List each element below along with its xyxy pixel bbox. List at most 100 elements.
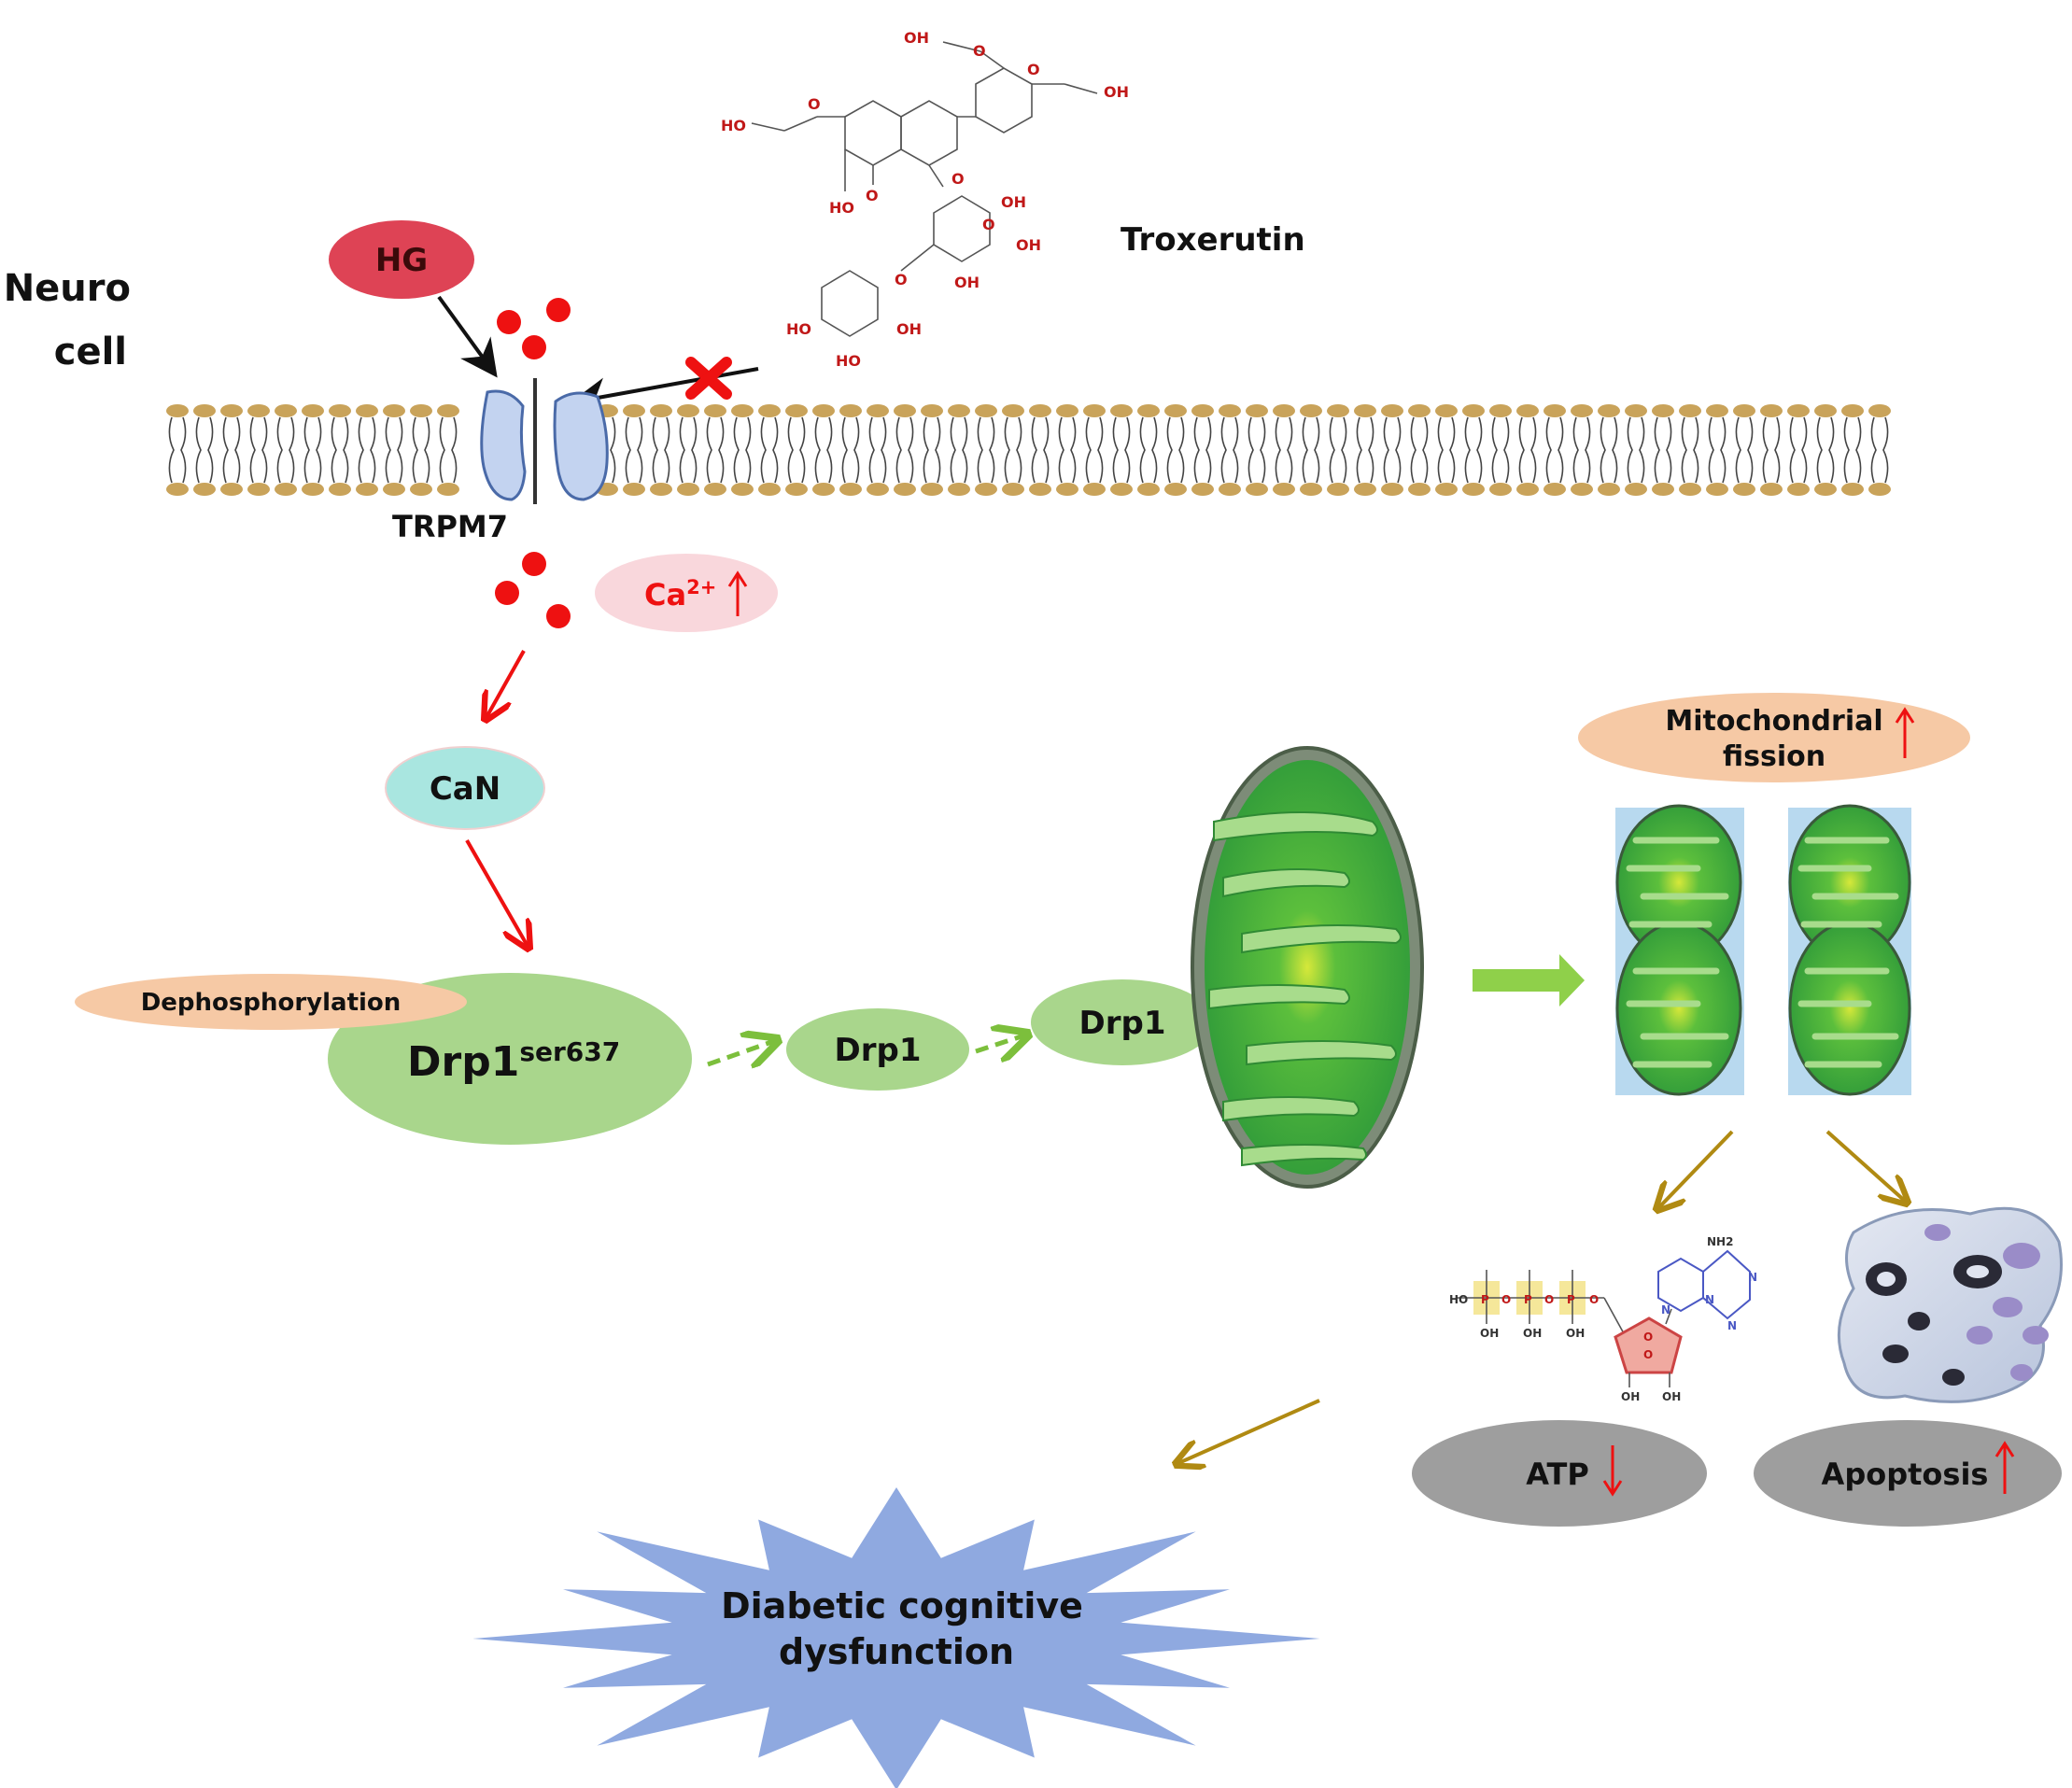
lipid-head <box>1571 483 1593 496</box>
red-up-arrow-icon <box>1895 707 1915 758</box>
lipid-head <box>704 404 726 417</box>
lipid-tail <box>195 416 214 484</box>
lipid-tail <box>950 416 968 484</box>
fission-to-atp-arrow <box>1657 1130 1734 1209</box>
lipid-tail <box>706 416 725 484</box>
lipid-tail <box>868 416 887 484</box>
lipid-head <box>1300 404 1322 417</box>
lipid-head <box>731 404 754 417</box>
lipid-head <box>1489 404 1512 417</box>
calcium-to-can-arrow <box>486 650 526 719</box>
lipid-tail <box>168 416 187 484</box>
outcome-label-line1: Diabetic cognitive <box>721 1585 1083 1626</box>
lipid-head <box>166 404 189 417</box>
svg-text:N: N <box>1727 1319 1737 1332</box>
atp-label: ATP <box>1526 1457 1589 1492</box>
hg-node <box>329 220 474 299</box>
atp-structure-atoms: HO P O P O P O OH OH OH O N N NH2 N N O … <box>1449 1235 1757 1403</box>
fission-transition-arrow <box>1473 954 1585 1007</box>
lipid-head <box>921 404 943 417</box>
dividing-mitochondrion-right-icon <box>1788 804 1911 1096</box>
trpm7-channel <box>480 378 609 504</box>
lipid-head <box>1327 483 1349 496</box>
lipid-head <box>921 483 943 496</box>
lipid-head <box>1543 404 1566 417</box>
lipid-tail <box>1491 416 1510 484</box>
mitochondrial-fission-badge <box>1578 693 1970 782</box>
lipid-head <box>1706 404 1728 417</box>
apoptosis-increase-badge <box>1754 1420 2062 1527</box>
svg-text:OH: OH <box>954 274 980 291</box>
lipid-head <box>356 483 378 496</box>
lipid-head <box>1625 404 1647 417</box>
lipid-head <box>1164 483 1187 496</box>
lipid-head <box>785 483 808 496</box>
drp1-ser637-label: Drp1ser637 <box>407 1036 620 1086</box>
lipid-tail <box>1275 416 1293 484</box>
atp-decrease-badge <box>1412 1420 1707 1527</box>
lipid-tail <box>679 416 698 484</box>
lipid-head <box>839 404 862 417</box>
lipid-tail <box>760 416 779 484</box>
lipid-head <box>975 483 997 496</box>
lipid-tail <box>1004 416 1022 484</box>
drp1-translocation-arrow-2 <box>975 1035 1027 1051</box>
lipid-head <box>1300 483 1322 496</box>
svg-text:OH: OH <box>1566 1327 1585 1340</box>
lipid-head <box>704 483 726 496</box>
lipid-head <box>1571 404 1593 417</box>
svg-text:O: O <box>1027 61 1040 78</box>
lipid-tail <box>787 416 806 484</box>
lipid-tail <box>1627 416 1645 484</box>
lipid-head <box>1841 404 1864 417</box>
apoptotic-cells-icon <box>1837 1206 2063 1403</box>
apoptosis-label: Apoptosis <box>1822 1457 1989 1492</box>
lipid-head <box>1056 404 1078 417</box>
lipid-head <box>812 483 835 496</box>
drp1-mitochondrial-label: Drp1 <box>1079 1005 1166 1042</box>
svg-text:O: O <box>1544 1293 1554 1306</box>
lipid-head <box>948 483 970 496</box>
lipid-head <box>1652 404 1674 417</box>
red-down-arrow-icon <box>1602 1445 1623 1497</box>
lipid-head <box>650 483 672 496</box>
svg-text:OH: OH <box>1523 1327 1542 1340</box>
lipid-head <box>1029 483 1051 496</box>
lipid-head <box>758 483 781 496</box>
lipid-head <box>1137 483 1160 496</box>
can-node <box>385 746 545 830</box>
lipid-head <box>1625 483 1647 496</box>
lipid-head <box>623 483 645 496</box>
svg-text:OH: OH <box>1662 1390 1681 1403</box>
lipid-head <box>1219 483 1241 496</box>
lipid-head <box>1489 483 1512 496</box>
lipid-head <box>247 404 270 417</box>
lipid-head <box>1733 404 1755 417</box>
lipid-head <box>1760 483 1783 496</box>
svg-text:O: O <box>1643 1348 1653 1361</box>
dividing-mitochondrion-left-icon <box>1615 804 1744 1096</box>
trpm7-label: TRPM7 <box>392 509 508 544</box>
red-x-icon <box>685 357 732 400</box>
lipid-head <box>785 404 808 417</box>
svg-text:N: N <box>1661 1303 1670 1316</box>
lipid-head <box>1246 483 1268 496</box>
hg-arrow <box>437 295 498 378</box>
svg-text:O: O <box>1501 1293 1511 1306</box>
svg-text:O: O <box>951 170 965 188</box>
lipid-tail <box>1545 416 1564 484</box>
lipid-tail <box>1437 416 1456 484</box>
lipid-head <box>975 404 997 417</box>
lipid-head <box>220 483 243 496</box>
svg-text:NH2: NH2 <box>1707 1235 1733 1248</box>
lipid-tail <box>652 416 670 484</box>
lipid-head <box>193 404 216 417</box>
fission-to-apoptosis-arrow <box>1825 1130 1907 1203</box>
svg-text:HO: HO <box>829 199 854 217</box>
lipid-head <box>867 483 889 496</box>
cell-label-line1: Neuro <box>4 267 131 310</box>
lipid-tail <box>1843 416 1862 484</box>
troxerutin-inhibition-arrow <box>570 367 759 415</box>
lipid-head <box>1516 483 1539 496</box>
lipid-tail <box>276 416 295 484</box>
